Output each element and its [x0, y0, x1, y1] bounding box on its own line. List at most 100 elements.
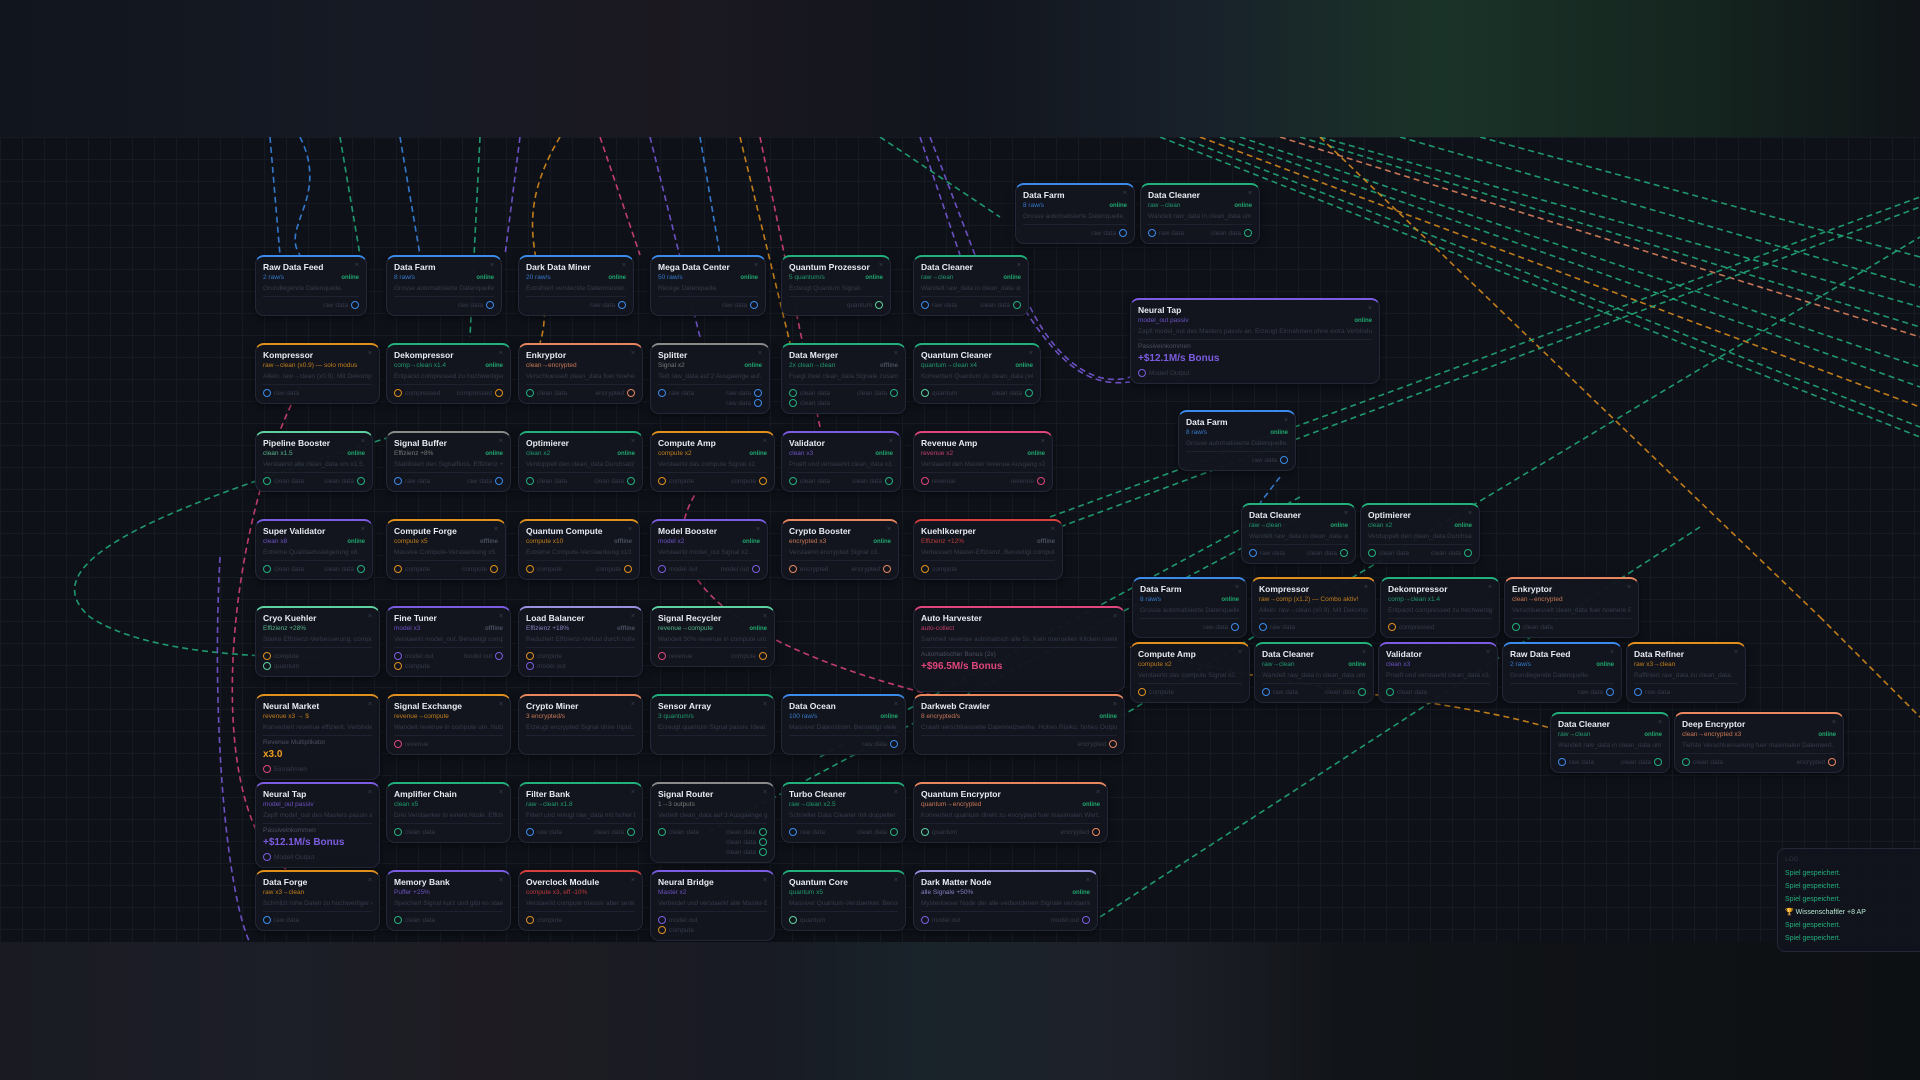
output-port[interactable]: compressed: [457, 389, 503, 397]
output-port[interactable]: encrypted: [595, 389, 635, 397]
input-port[interactable]: model out: [658, 565, 698, 573]
port-circle-icon[interactable]: [1119, 229, 1127, 237]
input-port[interactable]: clean data: [789, 389, 830, 397]
input-port[interactable]: clean data: [1512, 623, 1553, 631]
port-circle-icon[interactable]: [1654, 758, 1662, 766]
port-circle-icon[interactable]: [526, 477, 534, 485]
output-port[interactable]: clean data: [857, 389, 898, 397]
input-port[interactable]: revenue: [921, 477, 956, 485]
output-port[interactable]: raw data: [1091, 229, 1127, 237]
output-port[interactable]: compute: [731, 477, 767, 485]
input-port[interactable]: raw data: [921, 301, 957, 309]
port-circle-icon[interactable]: [921, 389, 929, 397]
port-circle-icon[interactable]: [759, 838, 767, 846]
port-circle-icon[interactable]: [526, 662, 534, 670]
input-port[interactable]: raw data: [1259, 623, 1295, 631]
output-port[interactable]: compute: [462, 565, 498, 573]
input-port[interactable]: encrypted: [789, 565, 829, 573]
output-port[interactable]: raw data: [726, 389, 762, 397]
close-icon[interactable]: ×: [893, 877, 898, 884]
port-circle-icon[interactable]: [1092, 828, 1100, 836]
port-circle-icon[interactable]: [789, 828, 797, 836]
input-port[interactable]: Einnahmen: [263, 765, 307, 773]
port-circle-icon[interactable]: [624, 565, 632, 573]
close-icon[interactable]: ×: [762, 701, 767, 708]
port-circle-icon[interactable]: [1464, 549, 1472, 557]
port-circle-icon[interactable]: [526, 389, 534, 397]
close-icon[interactable]: ×: [498, 350, 503, 357]
port-circle-icon[interactable]: [526, 565, 534, 573]
port-circle-icon[interactable]: [789, 477, 797, 485]
close-icon[interactable]: ×: [498, 789, 503, 796]
input-port[interactable]: model out: [921, 916, 961, 924]
close-icon[interactable]: ×: [1343, 510, 1348, 517]
output-port[interactable]: encrypted: [851, 565, 891, 573]
close-icon[interactable]: ×: [630, 613, 635, 620]
port-circle-icon[interactable]: [394, 389, 402, 397]
input-port[interactable]: clean data: [658, 828, 699, 836]
close-icon[interactable]: ×: [367, 613, 372, 620]
input-port[interactable]: compute: [526, 565, 562, 573]
port-circle-icon[interactable]: [1262, 688, 1270, 696]
port-circle-icon[interactable]: [394, 652, 402, 660]
output-port[interactable]: model out: [720, 565, 760, 573]
input-port[interactable]: quantum: [263, 662, 299, 670]
output-port[interactable]: quantum: [847, 301, 883, 309]
port-circle-icon[interactable]: [759, 652, 767, 660]
close-icon[interactable]: ×: [354, 262, 359, 269]
output-port[interactable]: clean data: [324, 565, 365, 573]
port-circle-icon[interactable]: [1037, 477, 1045, 485]
port-circle-icon[interactable]: [759, 828, 767, 836]
port-circle-icon[interactable]: [883, 565, 891, 573]
input-port[interactable]: compute: [263, 652, 299, 660]
close-icon[interactable]: ×: [367, 789, 372, 796]
input-port[interactable]: clean data: [394, 828, 435, 836]
output-port[interactable]: raw data: [467, 477, 503, 485]
port-circle-icon[interactable]: [394, 740, 402, 748]
port-circle-icon[interactable]: [1682, 758, 1690, 766]
output-port[interactable]: revenue: [1011, 477, 1045, 485]
port-circle-icon[interactable]: [921, 565, 929, 573]
port-circle-icon[interactable]: [658, 916, 666, 924]
port-circle-icon[interactable]: [1025, 389, 1033, 397]
input-port[interactable]: compute: [658, 477, 694, 485]
close-icon[interactable]: ×: [493, 526, 498, 533]
close-icon[interactable]: ×: [1831, 719, 1836, 726]
close-icon[interactable]: ×: [1487, 584, 1492, 591]
input-port[interactable]: raw data: [1148, 229, 1184, 237]
output-port[interactable]: encrypted: [1060, 828, 1100, 836]
close-icon[interactable]: ×: [1050, 526, 1055, 533]
close-icon[interactable]: ×: [498, 438, 503, 445]
port-circle-icon[interactable]: [1249, 549, 1257, 557]
port-circle-icon[interactable]: [921, 301, 929, 309]
port-circle-icon[interactable]: [658, 477, 666, 485]
port-circle-icon[interactable]: [486, 301, 494, 309]
close-icon[interactable]: ×: [1085, 877, 1090, 884]
output-port[interactable]: compute: [596, 565, 632, 573]
input-port[interactable]: model out: [394, 652, 434, 660]
close-icon[interactable]: ×: [893, 789, 898, 796]
output-port[interactable]: raw data: [1203, 623, 1239, 631]
port-circle-icon[interactable]: [789, 389, 797, 397]
close-icon[interactable]: ×: [498, 877, 503, 884]
